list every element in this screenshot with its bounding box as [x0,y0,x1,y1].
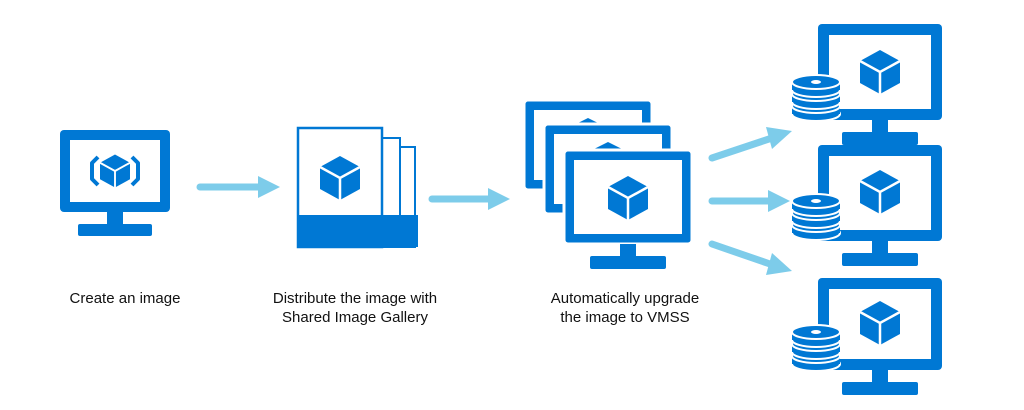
step-3-caption-line-1: Automatically upgrade [550,290,700,307]
arrow-to-vm-bottom [708,240,792,275]
monitor-image-icon [60,130,170,236]
step-2-caption-line-2: Shared Image Gallery [282,309,428,326]
image-gallery-icon [296,126,418,249]
step-1-caption-line-1: Create an image [69,290,181,307]
step-2-caption-line-1: Distribute the image with [272,290,438,307]
arrow-to-vmss [428,188,510,210]
arrow-to-vm-middle [708,190,790,212]
arrow-to-gallery [196,176,280,198]
step-3-caption: Automatically upgrade the image to VMSS [520,289,730,327]
step-2-caption: Distribute the image with Shared Image G… [240,289,470,327]
arrow-to-vm-top [708,127,792,162]
vm-with-disks-icon [791,278,942,395]
vm-with-disks-icon [791,24,942,145]
step-1-caption: Create an image [40,289,210,308]
vm-with-disks-icon [791,145,942,266]
vmss-monitors-icon [522,98,694,269]
step-3-caption-line-2: the image to VMSS [560,309,690,326]
